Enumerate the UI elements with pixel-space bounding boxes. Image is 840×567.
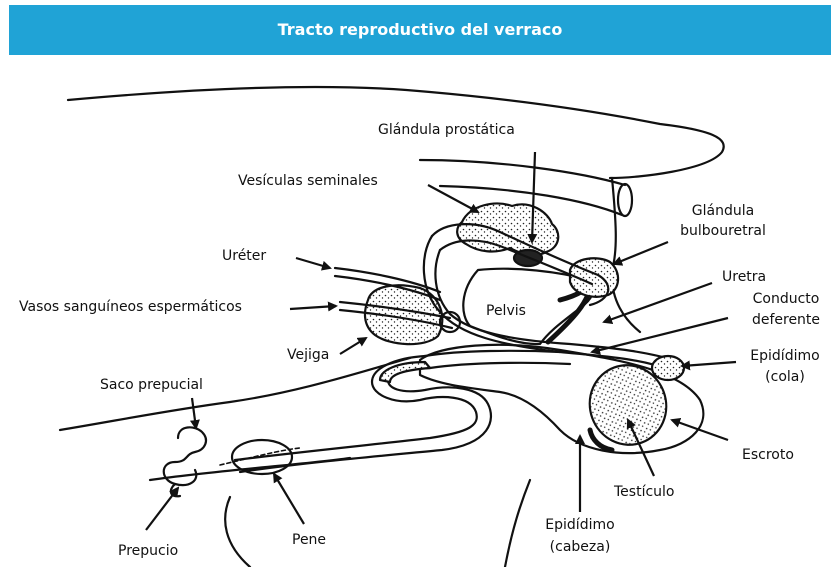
label-bulbourethral-line2: bulbouretral bbox=[668, 222, 778, 240]
arrow-urethra bbox=[604, 283, 712, 322]
label-epididymis-tail-line2: (cola) bbox=[735, 368, 835, 386]
label-bladder: Vejiga bbox=[287, 346, 329, 364]
penis-shaft-lower bbox=[240, 368, 491, 472]
arrow-bulbourethral bbox=[614, 242, 668, 264]
arrow-bladder bbox=[340, 338, 366, 354]
label-urethra: Uretra bbox=[722, 268, 766, 286]
penis-shaft-upper bbox=[235, 356, 477, 460]
epididymis-tail-shape bbox=[652, 356, 684, 380]
arrow-seminal-vesicles bbox=[428, 185, 478, 212]
label-bulbourethral-line1: Glándula bbox=[668, 202, 778, 220]
label-testicle: Testículo bbox=[614, 483, 674, 501]
label-penis: Pene bbox=[292, 531, 326, 549]
label-preputial-sac: Saco prepucial bbox=[100, 376, 203, 394]
arrow-scrotum bbox=[672, 420, 728, 440]
label-vas-deferens-line2: deferente bbox=[736, 311, 836, 329]
label-prepuce: Prepucio bbox=[118, 542, 178, 560]
anus-ring bbox=[618, 184, 632, 216]
rectum-line bbox=[420, 160, 625, 185]
label-epididymis-head-line2: (cabeza) bbox=[530, 538, 630, 556]
seminal-vesicles bbox=[457, 204, 558, 255]
arrow-preputial-sac bbox=[192, 398, 196, 428]
urethra-tube-2 bbox=[430, 363, 570, 368]
label-pelvis: Pelvis bbox=[486, 302, 526, 320]
label-prostate: Glándula prostática bbox=[378, 121, 515, 139]
belly-outline bbox=[60, 358, 410, 430]
leg-line-1 bbox=[225, 497, 250, 567]
label-epididymis-tail-line1: Epidídimo bbox=[735, 347, 835, 365]
arrow-spermatic-vessels bbox=[290, 306, 336, 309]
label-scrotum: Escroto bbox=[742, 446, 794, 464]
arrow-vas-deferens bbox=[592, 318, 728, 352]
arrow-ureter bbox=[296, 258, 330, 268]
arrow-epididymis-tail bbox=[682, 362, 736, 366]
arrow-penis bbox=[274, 474, 304, 524]
label-spermatic-vessels: Vasos sanguíneos espermáticos bbox=[19, 298, 242, 316]
label-vas-deferens-line1: Conducto bbox=[736, 290, 836, 308]
label-epididymis-head-line1: Epidídimo bbox=[530, 516, 630, 534]
urethra-tube bbox=[425, 351, 560, 356]
arrow-prepuce bbox=[146, 488, 178, 530]
leg-line-2 bbox=[505, 480, 530, 567]
label-ureter: Uréter bbox=[222, 247, 266, 265]
label-seminal-vesicles: Vesículas seminales bbox=[238, 172, 378, 190]
